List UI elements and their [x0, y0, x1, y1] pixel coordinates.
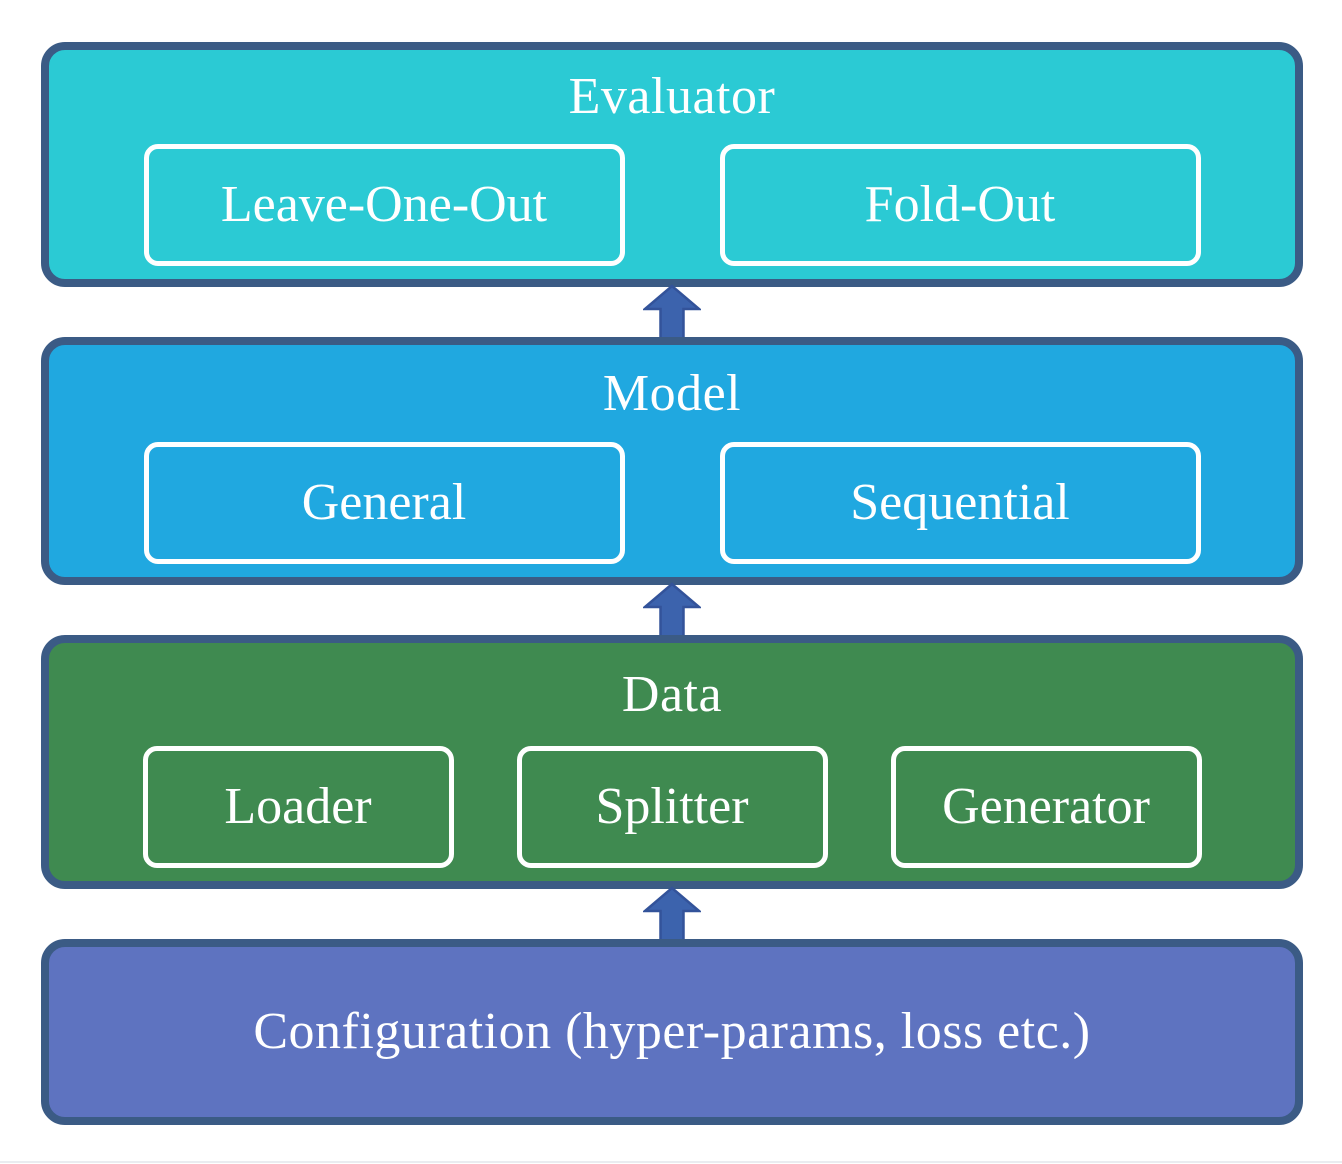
layer-stack: Evaluator Leave-One-Out Fold-Out Model G…: [41, 42, 1303, 1125]
subcomponent-generator: Generator: [890, 746, 1202, 868]
layer-model: Model General Sequential: [41, 337, 1303, 585]
layer-data-title: Data: [621, 665, 723, 723]
subcomponent-fold-out: Fold-Out: [719, 144, 1201, 266]
subcomponent-splitter: Splitter: [516, 746, 828, 868]
arrow-model-to-evaluator: [41, 284, 1303, 340]
layer-configuration-title: Configuration (hyper-params, loss etc.): [253, 1003, 1091, 1060]
up-arrow-icon: [643, 284, 701, 340]
model-subcomponents: General Sequential: [49, 442, 1295, 564]
layer-configuration: Configuration (hyper-params, loss etc.): [41, 939, 1303, 1125]
arrow-data-to-model: [41, 582, 1303, 638]
evaluator-subcomponents: Leave-One-Out Fold-Out: [49, 144, 1295, 266]
subcomponent-sequential: Sequential: [719, 442, 1201, 564]
layer-data: Data Loader Splitter Generator: [41, 635, 1303, 889]
subcomponent-general: General: [143, 442, 625, 564]
layer-evaluator: Evaluator Leave-One-Out Fold-Out: [41, 42, 1303, 287]
arrow-configuration-to-data: [41, 886, 1303, 942]
page-bottom-divider: [0, 1161, 1342, 1163]
subcomponent-leave-one-out: Leave-One-Out: [143, 144, 625, 266]
layer-evaluator-title: Evaluator: [568, 68, 776, 125]
up-arrow-icon: [643, 582, 701, 638]
layer-model-title: Model: [602, 364, 742, 422]
subcomponent-loader: Loader: [142, 746, 454, 868]
data-subcomponents: Loader Splitter Generator: [49, 746, 1295, 868]
up-arrow-icon: [643, 886, 701, 942]
